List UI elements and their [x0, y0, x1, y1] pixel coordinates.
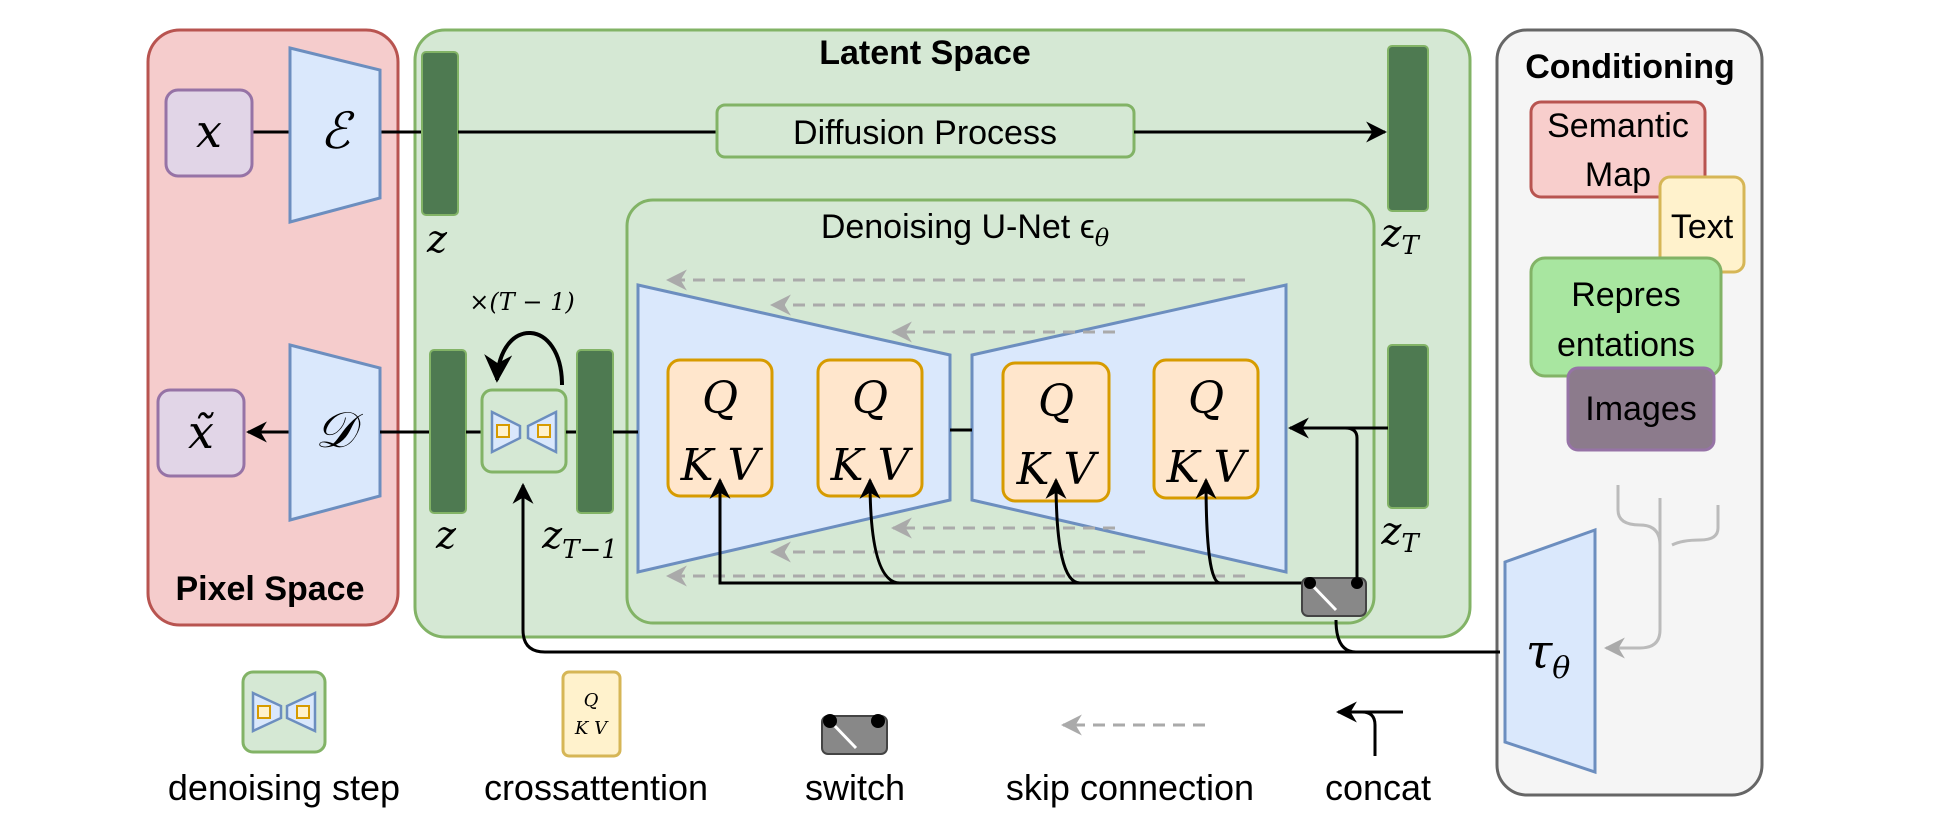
legend-skip-connection-label: skip connection [1006, 767, 1254, 808]
x-label: x [196, 104, 222, 158]
q-label: Q [1188, 373, 1224, 424]
diffusion-process-label: Diffusion Process [793, 114, 1057, 152]
crossattention-block-1: Q K V [666, 358, 774, 498]
x-tilde-node: x̃ [156, 388, 246, 478]
diffusion-process-box: Diffusion Process [715, 103, 1136, 159]
cond-representations: Repres entations [1529, 256, 1723, 378]
crossattention-block-3: Q K V [1001, 361, 1111, 503]
q-label: Q [852, 373, 888, 424]
legend-crossattention-label: crossattention [484, 767, 708, 808]
z-top-label: z [426, 217, 448, 261]
cond-text: Text [1658, 175, 1746, 274]
legend-switch-icon [821, 714, 888, 755]
tau-encoder-node: τθ [1503, 527, 1597, 775]
z-bottom-label: z [435, 513, 457, 557]
conditioning-merge-lines [1603, 485, 1720, 659]
legend-concat-icon [1335, 701, 1403, 756]
conditioning-title: Conditioning [1525, 48, 1735, 86]
tau-label: τθ [1526, 624, 1571, 686]
x-tilde-label: x̃ [188, 405, 214, 459]
z-top-bar: z [421, 51, 459, 261]
legend-kv: K V [574, 718, 609, 739]
legend: denoising step Q K V crossattention swit… [168, 670, 1431, 808]
decoder-node: 𝒟 [288, 343, 382, 522]
x-node: x [164, 88, 254, 178]
latent-space-title: Latent Space [819, 34, 1031, 72]
q-label: Q [702, 373, 738, 424]
legend-denoising-step-label: denoising step [168, 767, 400, 808]
encoder-label: ℰ [320, 102, 355, 160]
representations-line1: Repres [1571, 276, 1681, 314]
legend-switch-label: switch [805, 767, 905, 808]
z-T-bottom-label: zT [1380, 509, 1420, 559]
switch-node [1301, 577, 1367, 617]
encoder-node: ℰ [288, 46, 382, 224]
denoising-step-node [480, 388, 568, 474]
images-label: Images [1585, 390, 1697, 428]
z-bottom-bar: z [429, 349, 467, 557]
kv-label: K V [1016, 444, 1100, 495]
unet-encoder-trapezoid [636, 283, 952, 574]
cond-images: Images [1566, 366, 1716, 452]
unet-title: Denoising U-Net ϵθ [821, 208, 1110, 252]
legend-concat-label: concat [1325, 767, 1431, 808]
kv-label: K V [830, 440, 914, 491]
legend-crossattention-icon: Q K V [561, 670, 622, 758]
crossattention-block-4: Q K V [1152, 358, 1260, 500]
legend-q: Q [584, 690, 599, 711]
skip-connections [665, 269, 1245, 587]
cond-semantic-map: Semantic Map [1529, 100, 1707, 199]
pixel-space-title: Pixel Space [175, 570, 364, 608]
z-T-minus-1-bar: zT−1 [541, 349, 618, 565]
semantic-map-line2: Map [1585, 156, 1651, 194]
text-label: Text [1671, 208, 1734, 246]
conditioning-arrows [512, 426, 1500, 654]
kv-label: K V [1166, 442, 1250, 493]
z-T-minus-1-label: zT−1 [541, 513, 618, 565]
kv-label: K V [680, 440, 764, 491]
semantic-map-line1: Semantic [1547, 107, 1689, 145]
q-label: Q [1038, 376, 1074, 427]
representations-line2: entations [1557, 326, 1695, 364]
z-T-top-label: zT [1380, 211, 1420, 261]
crossattention-block-2: Q K V [816, 358, 924, 498]
legend-denoising-step-icon [241, 670, 327, 754]
z-T-bottom-bar: zT [1380, 344, 1429, 559]
repeat-label: ×(T − 1) [469, 288, 574, 316]
z-T-top-bar: zT [1380, 45, 1429, 261]
